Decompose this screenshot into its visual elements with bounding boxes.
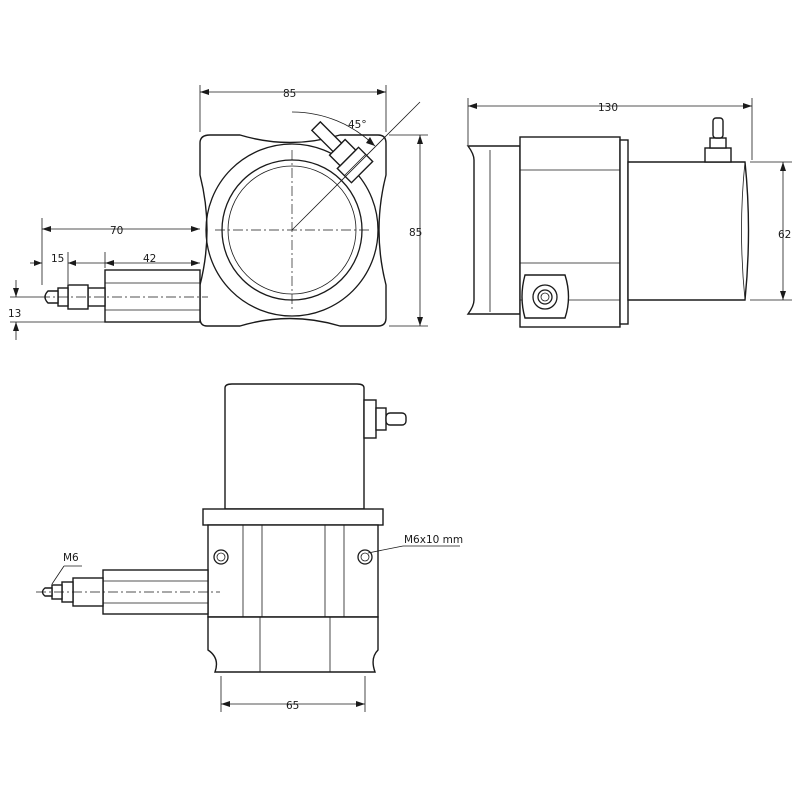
side-view: 130 62 (466, 98, 792, 328)
wire-outlet (40, 269, 208, 323)
front-view: 45° 85 85 (8, 85, 428, 340)
svg-text:M6x10 mm: M6x10 mm (404, 534, 463, 546)
side-connector (704, 117, 732, 163)
dim-side-length: 130 (467, 98, 753, 160)
dim-wire-tube: 42 (105, 253, 200, 266)
svg-text:42: 42 (143, 253, 156, 265)
cable-gland (310, 120, 374, 184)
callout-mount-hole: M6x10 mm (367, 534, 463, 554)
svg-text:85: 85 (409, 227, 422, 239)
angle-label: 45° (348, 119, 367, 131)
gland-axis (291, 101, 421, 231)
dim-wire-tip: 15 (30, 252, 106, 284)
side-housing-left (466, 145, 521, 315)
callout-thread: M6 (51, 552, 82, 585)
mount-hole-right (357, 549, 373, 565)
svg-text:85: 85 (283, 88, 296, 100)
svg-text:65: 65 (286, 700, 299, 712)
bottom-encoder (224, 383, 365, 510)
svg-text:130: 130 (598, 102, 618, 114)
angle-arc (291, 111, 376, 147)
dim-bottom-width: 65 (220, 676, 366, 712)
side-encoder (627, 161, 750, 301)
dim-wire-offset: 70 (41, 218, 200, 285)
front-outer-ring (205, 143, 379, 317)
dim-wire-height: 13 (8, 280, 105, 340)
side-wire-outlet (521, 274, 570, 319)
svg-text:15: 15 (51, 253, 64, 265)
side-flange (619, 139, 629, 325)
svg-text:13: 13 (8, 308, 21, 320)
svg-text:M6: M6 (63, 552, 79, 564)
svg-text:62: 62 (778, 229, 791, 241)
bottom-wire-outlet (36, 569, 220, 615)
dim-front-width: 85 (199, 85, 387, 132)
bottom-view: M6 M6x10 mm 65 (36, 383, 463, 712)
dim-front-height: 85 (389, 134, 428, 327)
bottom-flange (202, 508, 384, 526)
mount-hole-left (213, 549, 229, 565)
bottom-housing (207, 524, 379, 618)
dim-side-height: 62 (750, 161, 792, 301)
bottom-drum-housing (207, 616, 379, 673)
bottom-connector (363, 399, 407, 439)
svg-text:70: 70 (110, 225, 123, 237)
